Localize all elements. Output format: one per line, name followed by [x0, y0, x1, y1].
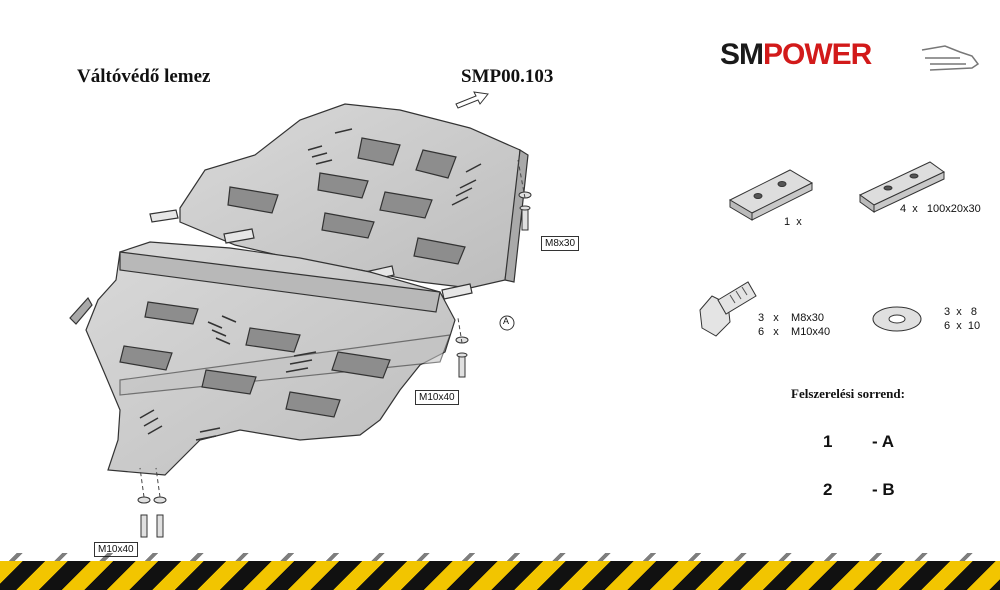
lower-skid-plate — [69, 241, 456, 476]
upper-skid-plate — [149, 103, 529, 300]
part-code: SMP00.103 — [461, 66, 554, 87]
brand-logo: SMPOWER — [720, 38, 980, 74]
washer-part — [872, 306, 922, 332]
sequence-step-1-num: 1 — [823, 432, 833, 451]
bolt-qty-row: 3 x M8x30 — [758, 312, 825, 324]
lower-bolt-group — [137, 496, 167, 538]
long-plate-qty: 4 x 100x20x30 — [900, 203, 981, 215]
guide-lines — [139, 159, 526, 498]
logo-power: POWER — [763, 38, 872, 71]
small-plate-qty: 1 x — [784, 216, 802, 228]
callout-upper-bolt: M8x30 — [541, 236, 580, 251]
upper-bolt-group — [518, 191, 532, 231]
small-plate-part — [728, 169, 814, 221]
sequence-heading: Felszerelési sorrend: — [791, 386, 905, 401]
hazard-stripe-fringe — [0, 553, 1000, 563]
callout-middle-bolt: M10x40 — [415, 390, 459, 405]
marker-a-label: A — [503, 316, 510, 326]
bolt-qty-row: 6 x M10x40 — [758, 326, 831, 338]
washer-qty-list: 3 x 8 6 x 10 — [944, 305, 980, 333]
logo-sm: SM — [720, 38, 764, 71]
washer-qty-row: 6 x 10 — [944, 320, 981, 332]
sequence-step-1-label: - A — [872, 432, 895, 451]
direction-arrow — [455, 91, 489, 109]
marker-a-circle — [499, 315, 515, 331]
long-plate-part — [859, 161, 945, 213]
drawing-title: Váltóvédő lemez — [77, 66, 211, 87]
hazard-stripe — [0, 561, 1000, 590]
sequence-step-2-num: 2 — [823, 480, 833, 499]
logo-car-icon — [921, 45, 980, 71]
sequence-step-2-label: - B — [872, 480, 895, 499]
bolt-part — [699, 281, 757, 337]
bolt-qty-list: 3 x M8x30 6 x M10x40 — [758, 311, 830, 339]
washer-qty-row: 3 x 8 — [944, 306, 978, 318]
